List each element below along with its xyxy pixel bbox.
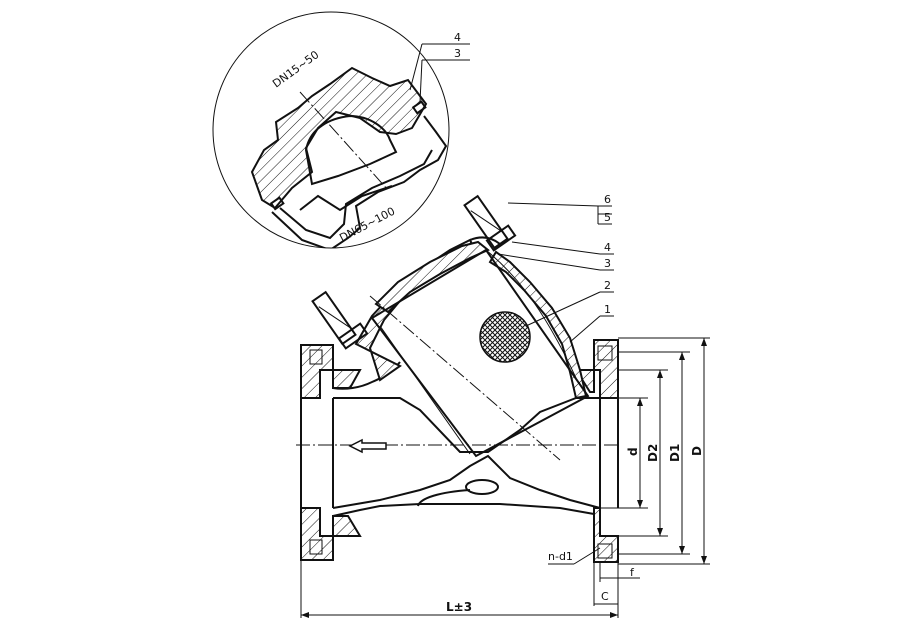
detail-gasket-left [269,196,285,211]
callouts: 6 5 4 3 2 1 [497,193,614,343]
detail-circle [212,11,450,249]
callout-4-leader [511,241,601,255]
seat-oval [465,479,499,495]
detail-size-small-label: DN15~50 [270,48,321,90]
callout-1-leader [569,315,601,343]
dim-D-label: D [690,446,704,456]
bonnet-cap [374,240,490,314]
screen-mesh [479,311,531,363]
detail-view: DN15~50 DN65~100 4 3 [212,11,470,249]
right-flange-bolt-bottom [597,543,613,559]
dim-D2-label: D2 [646,444,660,462]
callout-1: 1 [604,303,611,316]
strainer-body [296,194,620,563]
left-flange-bolt-bottom [309,539,323,555]
detail-cavity [304,114,398,186]
callout-6: 6 [604,193,611,206]
dim-C-label: C [601,590,609,603]
left-flange-bottom [300,507,362,561]
flow-arrow [348,438,387,454]
detail-zigzag [299,185,393,212]
screen-cylinder [370,248,590,458]
bore-bottom [332,454,601,509]
left-flange-bolt-top [309,349,323,365]
bolt-right [463,194,517,252]
callout-5: 5 [604,211,611,224]
callout-2-leader [525,291,601,327]
bore-top [333,397,600,453]
callout-3-leader [497,253,601,271]
detail-callout-3: 3 [454,47,461,60]
callout-3: 3 [604,257,611,270]
bonnet-cap-top [469,236,501,245]
detail-gasket-right [411,100,427,115]
callout-6-leader [507,202,599,207]
bolt-left [311,290,369,350]
callout-2: 2 [604,279,611,292]
lower-wall [417,489,471,507]
screen-inner-left [379,325,471,455]
right-flange-bolt-top [597,345,613,361]
dim-f-label: f [630,566,635,579]
bonnet-right-wall [488,250,588,400]
detail-body-edge-inner [279,149,433,240]
right-flange-top [574,339,619,399]
dim-D1-label: D1 [668,444,682,462]
left-flange-top [300,344,362,399]
screen-centerline [369,295,561,461]
dim-L-label: L±3 [446,600,472,614]
bolt-holes-label: n-d1 [548,550,573,563]
dimensions: d D2 D1 D n-d1 f C L±3 [300,337,710,618]
detail-body-edge [271,115,448,248]
dim-d-label: d [626,447,640,456]
callout-4: 4 [604,241,611,254]
body-bottom-outline [332,503,595,517]
detail-callout-4: 4 [454,31,461,44]
screen-inner-right [485,249,577,379]
